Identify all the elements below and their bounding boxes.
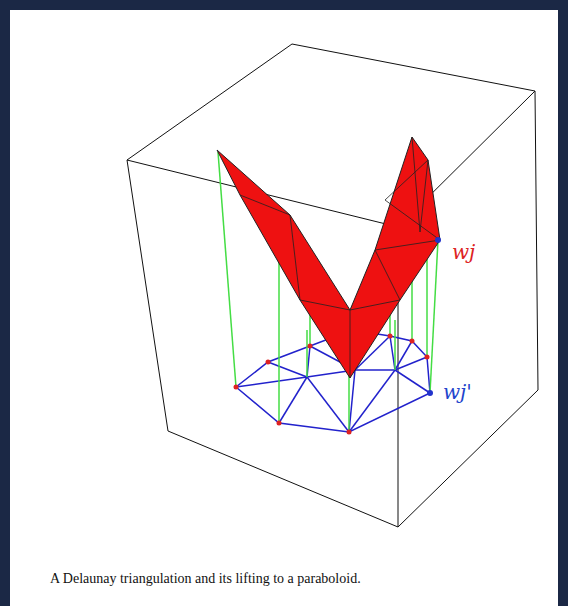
vertex-dots [234, 237, 442, 435]
box-edge [127, 160, 168, 431]
point-label: wj' [443, 380, 472, 404]
box-top-face [127, 44, 535, 227]
box-edge [398, 390, 538, 527]
box-edge [168, 431, 398, 527]
lifted-surface [217, 137, 440, 378]
box-edge [535, 91, 538, 390]
page-panel [10, 10, 558, 606]
figure-caption: A Delaunay triangulation and its lifting… [50, 571, 361, 587]
point-label: wj [452, 240, 475, 264]
